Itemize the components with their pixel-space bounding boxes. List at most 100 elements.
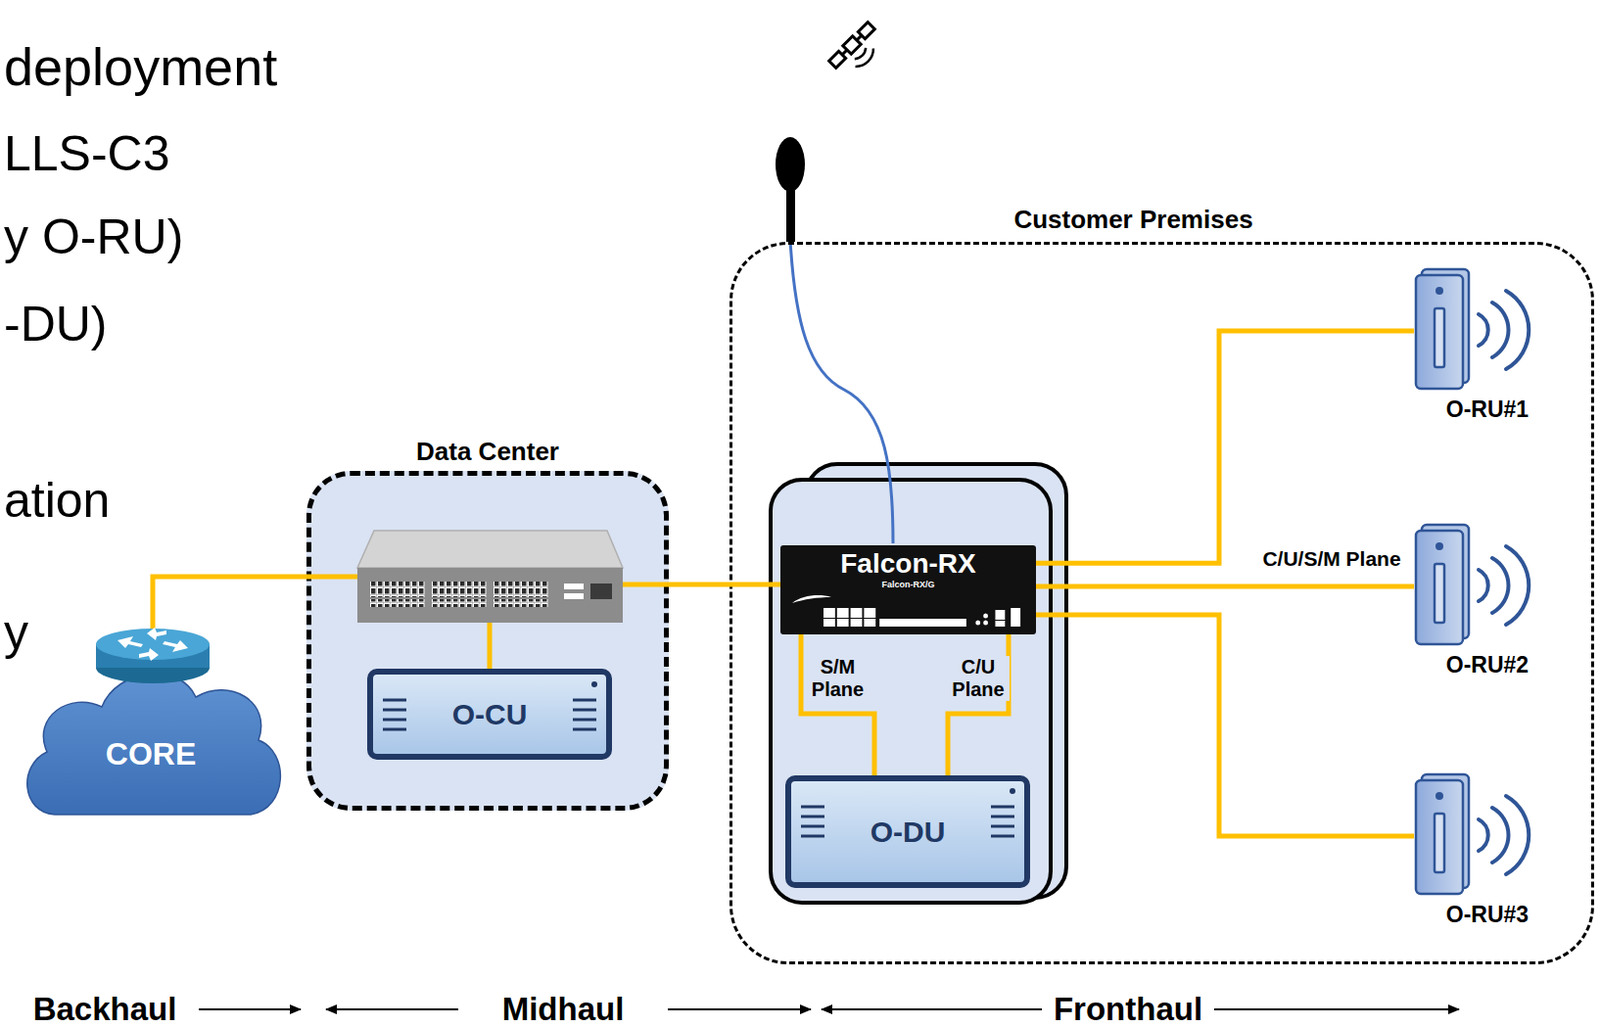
- network-switch-part: [564, 593, 584, 600]
- server-box-shape-part-part: [800, 805, 825, 809]
- radio-unit-icon-part-part: [1505, 546, 1529, 625]
- server-box-shape-part-part: [990, 805, 1015, 809]
- server-box-shape-part-part: [382, 699, 407, 703]
- port-row-part-part: [837, 608, 849, 618]
- network-switch: [357, 530, 623, 623]
- node-label: O-RU#3: [1413, 901, 1561, 929]
- server-box-shape-part-part: [572, 708, 597, 712]
- radio-unit-icon-part: [1434, 564, 1445, 623]
- port-row-part: [823, 608, 1021, 627]
- node-label: Falcon-RX: [780, 548, 1036, 580]
- radio-unit-icon-part-part: [1478, 569, 1489, 602]
- fiber-link: [1035, 614, 1414, 837]
- server-box-shape-part-part: [382, 708, 407, 712]
- equipment-housing-part: [770, 479, 1051, 903]
- router-icon-part: [95, 628, 210, 660]
- yellow-wire: [152, 576, 781, 669]
- network-switch-part: [431, 599, 487, 608]
- port-row-part-part: [994, 620, 1005, 627]
- port-row-part-part: [983, 620, 989, 626]
- radio-unit-icon-part-part: [1478, 819, 1489, 851]
- satellite-icon-part: [856, 35, 862, 41]
- region-heading: Data Center: [311, 436, 664, 467]
- fiber-link: [947, 634, 1009, 776]
- link-label: S/M Plane: [806, 656, 870, 702]
- radio-unit-icon-part: [1478, 290, 1529, 370]
- server-box: O-CU: [367, 668, 612, 760]
- switch-device: Falcon-RXFalcon-RX/G: [780, 545, 1036, 635]
- port-row-part-part: [823, 608, 836, 618]
- yellow-wire-part: [152, 576, 359, 629]
- radio-unit-icon-part: [1434, 813, 1445, 873]
- gps-antenna-part: [775, 137, 805, 192]
- yellow-wire-part: [622, 582, 781, 588]
- node-label: O-DU: [791, 815, 1025, 849]
- network-switch-part: [493, 581, 549, 598]
- network-switch-part: [357, 530, 623, 568]
- gps-antenna-part: [790, 239, 894, 544]
- network-switch-part: [357, 567, 623, 623]
- radio-unit-icon-part-part: [1492, 302, 1509, 358]
- radio-unit-icon-part-part: [1505, 796, 1529, 875]
- haul-arrows-part: [1214, 1008, 1459, 1011]
- port-row-part-part: [863, 618, 876, 627]
- router-icon-part: [95, 644, 210, 668]
- port-row-part-part: [879, 618, 967, 627]
- port-row-part-part: [837, 618, 849, 627]
- radio-unit-icon-part-part: [1478, 314, 1489, 346]
- server-box: O-DU: [785, 775, 1031, 889]
- node-label: O-RU#2: [1413, 652, 1561, 679]
- fiber-link: [800, 634, 875, 776]
- network-switch-part: [493, 599, 549, 608]
- server-box-shape-part-part: [572, 728, 597, 732]
- satellite-icon-part: [854, 47, 868, 61]
- server-box-shape-part-part: [990, 825, 1015, 829]
- port-row-part-part: [823, 618, 836, 627]
- region-outline: Data CenterO-CU: [306, 470, 669, 811]
- brand-mark-part: [792, 595, 832, 604]
- radio-unit: O-RU#1: [1413, 267, 1561, 449]
- slide-text: deployment: [3, 36, 278, 97]
- core-cloud-shape-part: [27, 673, 282, 815]
- network-switch-part: [431, 581, 487, 598]
- network-switch-part: [564, 583, 584, 590]
- slide-text: -DU): [3, 295, 108, 353]
- radio-unit-icon-part: [1415, 780, 1463, 895]
- slide-text: y O-RU): [3, 208, 184, 266]
- router-icon-part-part: [162, 640, 189, 653]
- slide-text: LLS-C3: [3, 125, 171, 183]
- haul-arrows-part: [821, 1008, 1042, 1011]
- slide-text: ation: [3, 471, 110, 529]
- equipment-housing: [770, 464, 1067, 903]
- radio-unit-icon-part: [1415, 275, 1463, 389]
- router-icon-part-part: [139, 648, 159, 661]
- network-switch-part: [590, 583, 612, 600]
- port-row: [823, 606, 1027, 628]
- radio-unit-icon-part: [1435, 792, 1444, 800]
- haul-arrows-part: [198, 1008, 301, 1011]
- gps-antenna: [775, 137, 894, 544]
- satellite-icon-part: [855, 48, 878, 71]
- port-row-part-part: [975, 620, 981, 626]
- router-icon-part: [117, 627, 189, 661]
- haul-arrows-part: [667, 1008, 811, 1011]
- radio-unit-icon: [1413, 522, 1547, 647]
- radio-unit-icon-part-part: [1505, 290, 1529, 370]
- radio-unit-icon-part: [1435, 542, 1444, 551]
- radio-unit-icon: [1413, 772, 1547, 896]
- router-icon-part-part: [117, 636, 143, 649]
- server-box-shape-part-part: [800, 835, 825, 839]
- server-box-shape-part-part: [990, 835, 1015, 839]
- radio-unit-icon: [1413, 267, 1547, 391]
- port-row-part-part: [994, 610, 1005, 620]
- radio-unit-icon-part-part: [1492, 558, 1509, 613]
- region-heading: Customer Premises: [704, 204, 1563, 235]
- section-label: Midhaul: [502, 990, 625, 1027]
- model-label: Falcon-RX/G: [780, 579, 1036, 591]
- slide-text: y: [3, 604, 29, 661]
- brand-mark: [786, 589, 836, 610]
- radio-unit: O-RU#2: [1413, 522, 1561, 705]
- radio-unit-icon-part: [1434, 308, 1445, 368]
- server-box-shape-part: [591, 681, 598, 688]
